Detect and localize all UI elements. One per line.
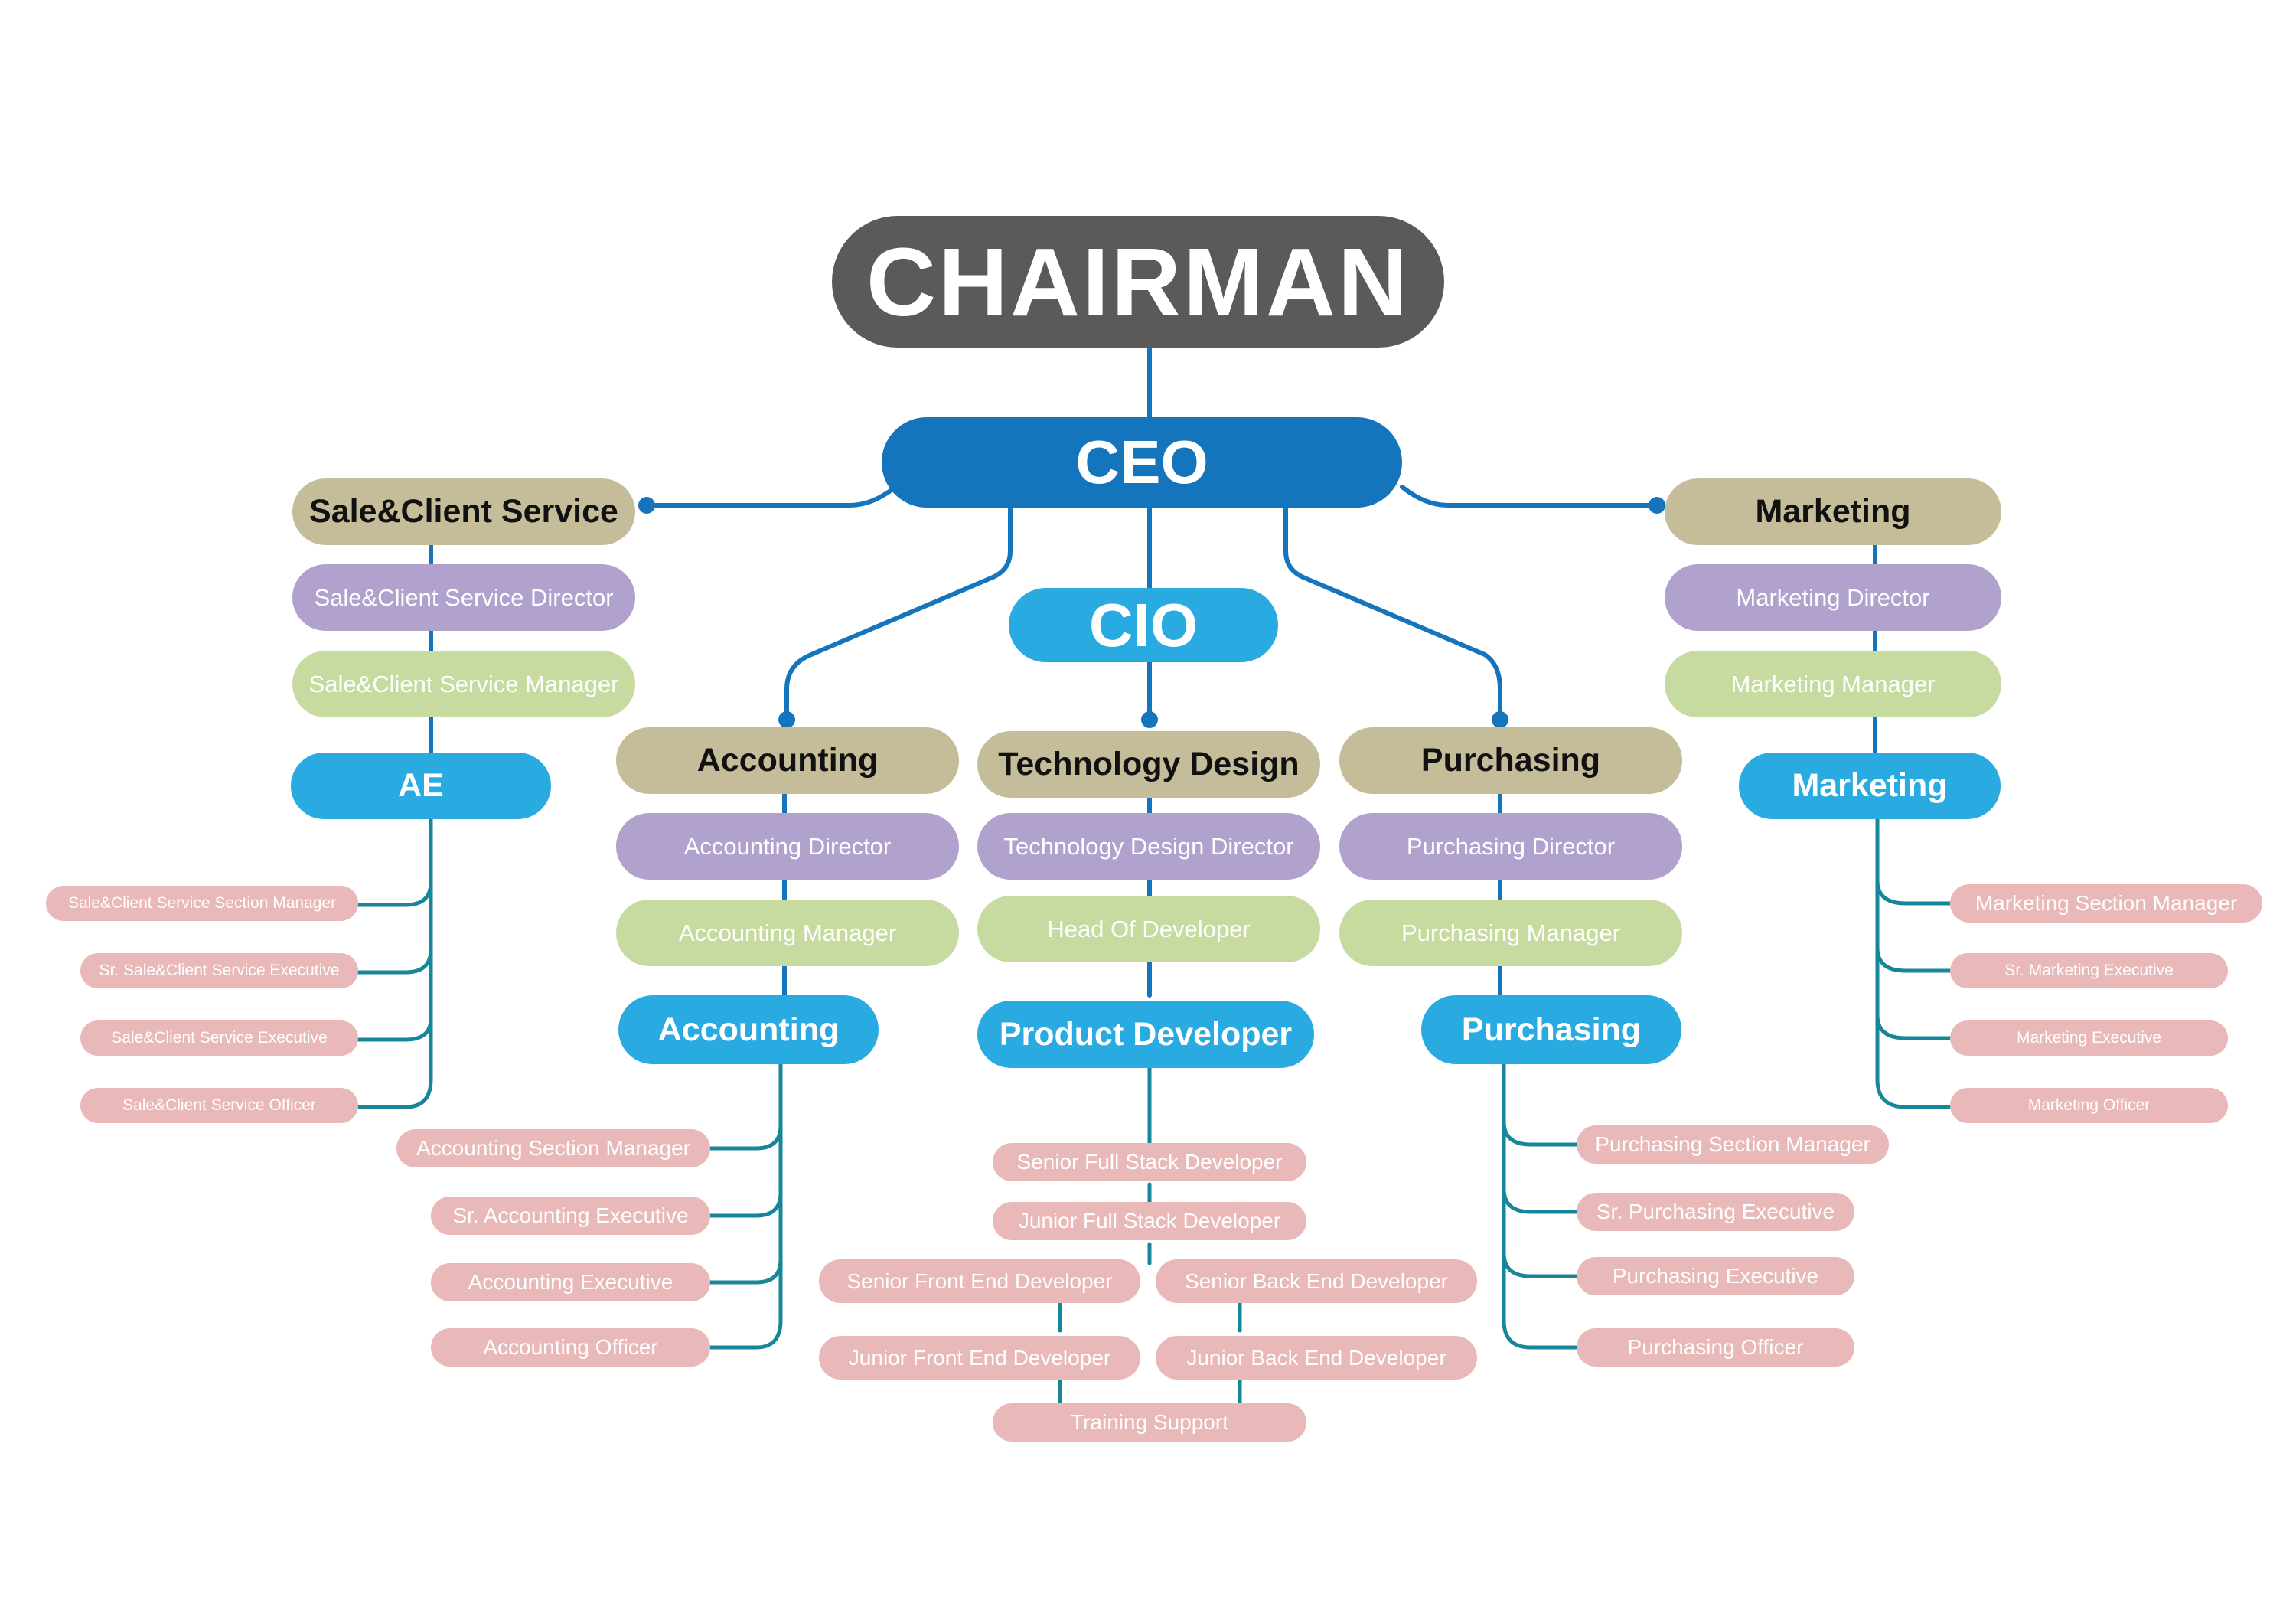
cio-node: CIO: [1009, 588, 1278, 662]
marketing-staff-1-node: Marketing Section Manager: [1950, 884, 2262, 923]
connector-dot: [1492, 711, 1508, 728]
connector-dot: [1141, 711, 1158, 728]
sale-director-node: Sale&Client Service Director: [292, 564, 635, 631]
tech-junior-back-end-node: Junior Back End Developer: [1156, 1336, 1477, 1380]
tech-junior-full-stack-node: Junior Full Stack Developer: [993, 1202, 1306, 1240]
sale-staff-3-node: Sale&Client Service Executive: [80, 1020, 358, 1056]
marketing-team-node: Marketing: [1739, 753, 2001, 819]
purchasing-staff-4-node: Purchasing Officer: [1577, 1328, 1854, 1367]
purchasing-dept-node: Purchasing: [1339, 727, 1682, 794]
tech-senior-front-end-node: Senior Front End Developer: [819, 1259, 1140, 1303]
accounting-staff-1-node: Accounting Section Manager: [396, 1129, 710, 1167]
tech-senior-back-end-node: Senior Back End Developer: [1156, 1259, 1477, 1303]
sale-staff-4-node: Sale&Client Service Officer: [80, 1088, 358, 1123]
tech-director-node: Technology Design Director: [977, 813, 1320, 880]
sale-staff-2-node: Sr. Sale&Client Service Executive: [80, 953, 358, 988]
connector-dot: [1649, 497, 1665, 514]
tech-junior-front-end-node: Junior Front End Developer: [819, 1336, 1140, 1380]
tech-senior-full-stack-node: Senior Full Stack Developer: [993, 1143, 1306, 1181]
chairman-node: CHAIRMAN: [832, 216, 1444, 348]
marketing-dept-node: Marketing: [1665, 478, 2001, 545]
marketing-staff-4-node: Marketing Officer: [1950, 1088, 2228, 1123]
purchasing-staff-1-node: Purchasing Section Manager: [1577, 1125, 1889, 1164]
sale-staff-1-node: Sale&Client Service Section Manager: [46, 886, 358, 921]
tech-training-node: Training Support: [993, 1403, 1306, 1442]
tech-dept-node: Technology Design: [977, 731, 1320, 798]
accounting-team-node: Accounting: [618, 995, 879, 1064]
marketing-manager-node: Marketing Manager: [1665, 651, 2001, 717]
sale-manager-node: Sale&Client Service Manager: [292, 651, 635, 717]
marketing-staff-3-node: Marketing Executive: [1950, 1020, 2228, 1056]
purchasing-staff-3-node: Purchasing Executive: [1577, 1257, 1854, 1295]
ceo-node: CEO: [882, 417, 1402, 508]
tech-manager-node: Head Of Developer: [977, 896, 1320, 962]
sale-dept-node: Sale&Client Service: [292, 478, 635, 545]
accounting-dept-node: Accounting: [616, 727, 959, 794]
accounting-manager-node: Accounting Manager: [616, 900, 959, 966]
purchasing-manager-node: Purchasing Manager: [1339, 900, 1682, 966]
accounting-director-node: Accounting Director: [616, 813, 959, 880]
connector-dot: [778, 711, 795, 728]
tech-team-node: Product Developer: [977, 1001, 1314, 1068]
accounting-staff-3-node: Accounting Executive: [431, 1263, 710, 1301]
purchasing-director-node: Purchasing Director: [1339, 813, 1682, 880]
marketing-director-node: Marketing Director: [1665, 564, 2001, 631]
connector-dot: [638, 497, 655, 514]
marketing-staff-2-node: Sr. Marketing Executive: [1950, 953, 2228, 988]
sale-team-node: AE: [291, 753, 551, 819]
accounting-staff-2-node: Sr. Accounting Executive: [431, 1197, 710, 1235]
accounting-staff-4-node: Accounting Officer: [431, 1328, 710, 1367]
purchasing-staff-2-node: Sr. Purchasing Executive: [1577, 1193, 1854, 1231]
purchasing-team-node: Purchasing: [1421, 995, 1681, 1064]
